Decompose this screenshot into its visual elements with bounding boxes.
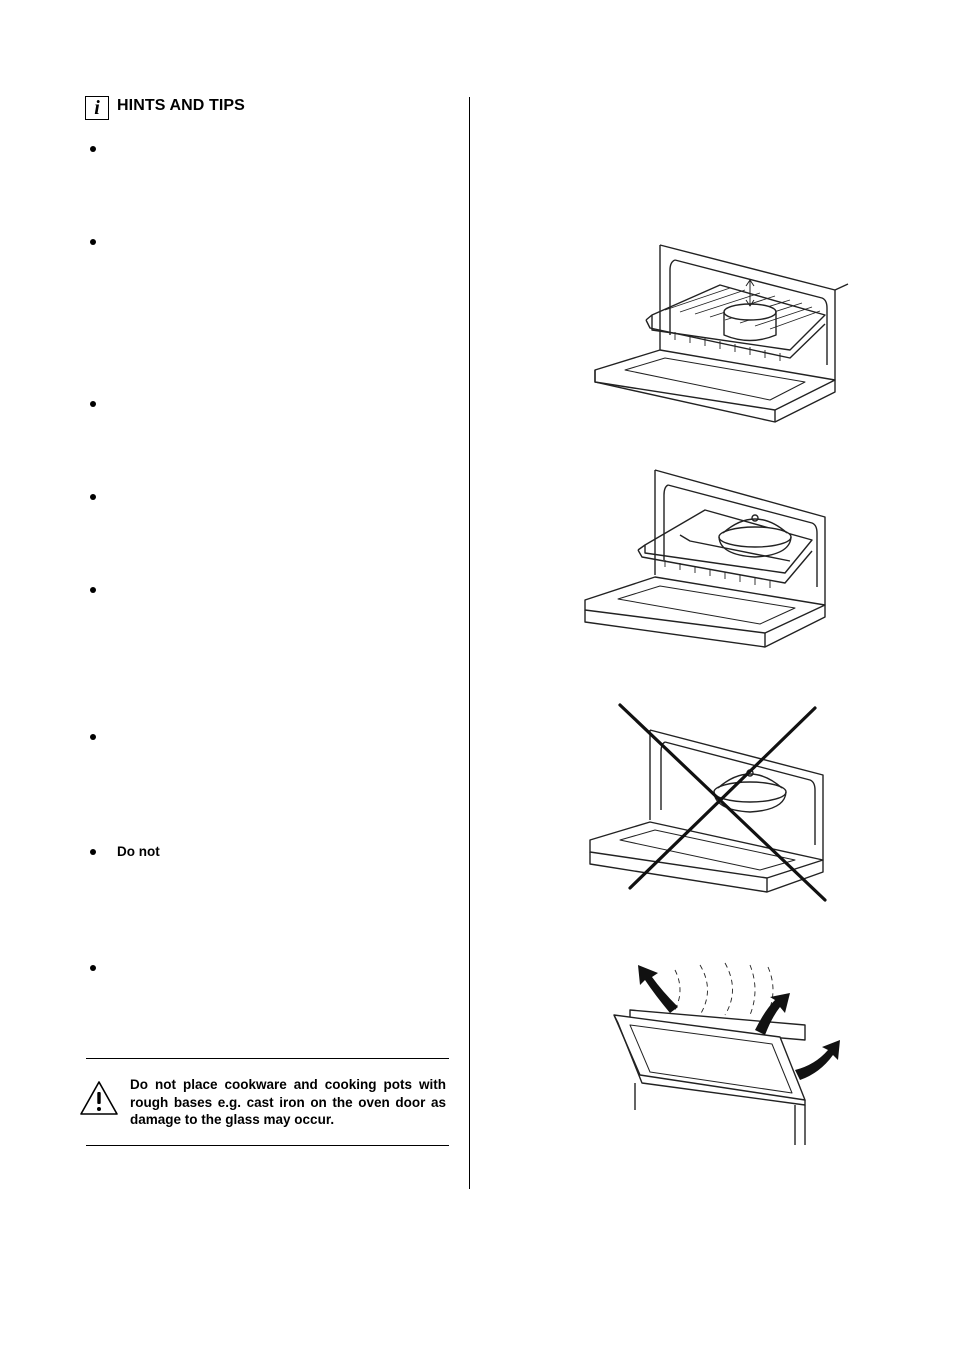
oven-door-opening-steam-illustration bbox=[613, 962, 840, 1145]
section-heading: HINTS AND TIPS bbox=[117, 97, 245, 114]
casserole-on-oven-door-crossed-out-illustration bbox=[589, 703, 827, 902]
oven-shelf-cake-tin-illustration bbox=[594, 244, 849, 423]
oven-shelf-casserole-illustration bbox=[584, 469, 826, 648]
column-divider bbox=[469, 97, 470, 1189]
warning-top-rule bbox=[86, 1058, 449, 1059]
bullet-marker bbox=[90, 965, 96, 971]
bullet-marker bbox=[90, 734, 96, 740]
warning-text: Do not place cookware and cooking pots w… bbox=[130, 1077, 446, 1127]
bullet-marker bbox=[90, 239, 96, 245]
info-icon: i bbox=[85, 96, 109, 120]
warning-bottom-rule bbox=[86, 1145, 449, 1146]
warning-triangle-icon bbox=[80, 1081, 118, 1115]
bullet-marker bbox=[90, 849, 96, 855]
bullet-marker bbox=[90, 401, 96, 407]
bullet-marker bbox=[90, 146, 96, 152]
bullet-text: Do not bbox=[117, 844, 160, 859]
bullet-marker bbox=[90, 587, 96, 593]
bullet-marker bbox=[90, 494, 96, 500]
